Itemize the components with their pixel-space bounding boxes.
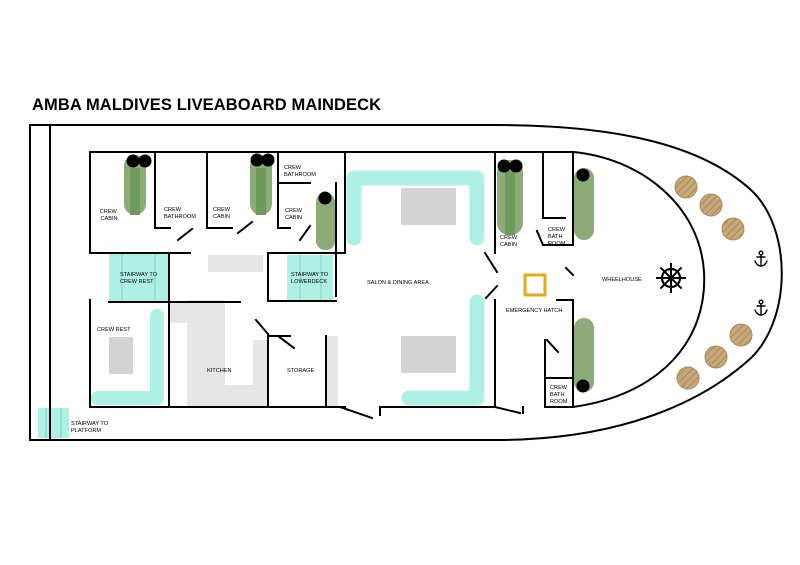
rope-fender-icon <box>699 193 723 217</box>
rope-fender-icon <box>704 345 728 369</box>
rope-fender-icon <box>676 366 700 390</box>
anchor-icon <box>754 250 768 267</box>
label-crew-bathroom-1: CREW BATHROOM <box>164 207 196 220</box>
label-crew-cabin-1: CREW CABIN <box>100 209 119 222</box>
label-crew-bath-room-2: CREW BATH ROOM <box>550 385 569 405</box>
rope-fenders <box>674 175 753 390</box>
hull-outline <box>29 124 783 441</box>
label-crew-bathroom-2: CREW BATHROOM <box>284 165 316 178</box>
plan-title: AMBA MALDIVES LIVEABOARD MAINDECK <box>32 96 382 114</box>
label-crew-cabin-3: CREW CABIN <box>285 208 304 221</box>
stairway-lowerdeck <box>287 255 333 301</box>
bed-cabin-3 <box>316 193 335 250</box>
beds <box>124 155 594 392</box>
rope-fender-icon <box>729 323 753 347</box>
salon-table-top <box>401 188 456 225</box>
bed-bath-2 <box>574 318 594 392</box>
crew-rest-table <box>109 337 133 374</box>
label-salon: SALON & DINING AREA <box>367 280 429 286</box>
label-storage: STORAGE <box>287 368 315 374</box>
anchor-icon <box>754 299 768 316</box>
tables <box>109 188 456 374</box>
label-kitchen: KITCHEN <box>207 368 232 374</box>
emergency-hatch-icon <box>523 273 547 297</box>
stairway-platform <box>38 408 69 438</box>
label-crew-cabin-4: CREW CABIN <box>500 235 519 248</box>
rope-fender-icon <box>674 175 698 199</box>
ship-wheel-icon <box>656 263 686 293</box>
salon-table-bottom <box>401 336 456 373</box>
crew-rest-sofa <box>91 309 164 405</box>
label-stairway-platform: STAIRWAY TO PLATFORM <box>71 421 110 434</box>
label-wheelhouse: WHEELHOUSE <box>602 277 642 283</box>
label-stairway-crew-rest: STAIRWAY TO CREW REST <box>120 272 159 285</box>
label-stairway-lowerdeck: STAIRWAY TO LOWERDECK <box>291 272 330 285</box>
stairways <box>38 254 333 438</box>
pillows <box>126 153 590 393</box>
rope-fender-icon <box>721 217 745 241</box>
floor-patches <box>170 255 338 407</box>
label-emergency-hatch: EMERGENCY HATCH <box>506 308 562 314</box>
label-crew-cabin-2: CREW CABIN <box>213 207 232 220</box>
stairway-crew-rest <box>109 254 169 302</box>
salon-sofas <box>346 170 485 406</box>
label-crew-bath-room-1: CREW BATH ROOM <box>548 227 567 247</box>
walls <box>29 124 783 441</box>
bed-bath-1 <box>574 168 594 240</box>
label-crew-rest: CREW REST <box>97 327 131 333</box>
